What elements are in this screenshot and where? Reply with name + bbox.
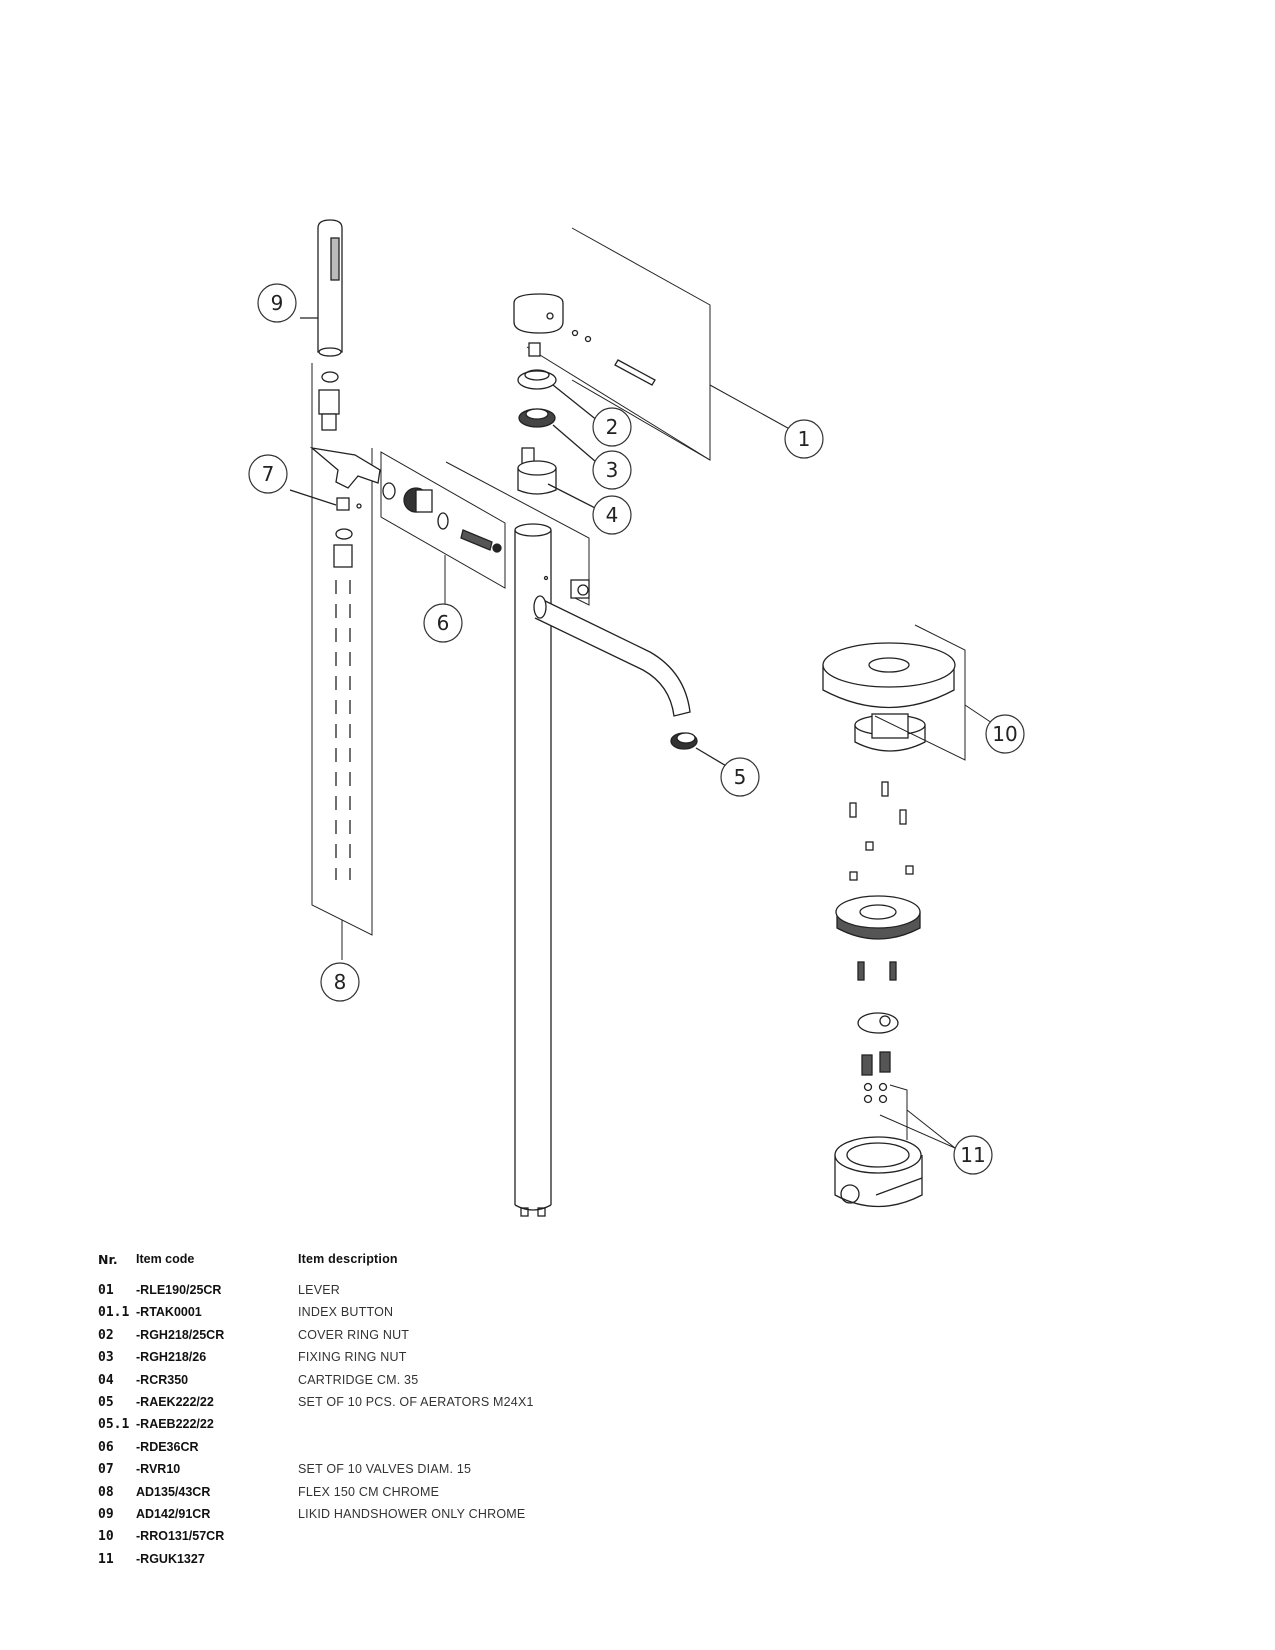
cell-code: -RLE190/25CR bbox=[136, 1283, 222, 1297]
cell-code: -RCR350 bbox=[136, 1372, 189, 1387]
callout-label-2: 2 bbox=[606, 415, 619, 439]
cell-desc: FIXING RING NUT bbox=[298, 1350, 407, 1365]
cell-code: -RGH218/26 bbox=[136, 1350, 207, 1365]
bracket-8 bbox=[311, 363, 373, 936]
callout-circle-10 bbox=[985, 714, 1025, 754]
bracket-6 bbox=[380, 451, 506, 589]
callout-label-6: 6 bbox=[437, 611, 450, 635]
cell-code: -RDE36CR bbox=[136, 1439, 199, 1454]
cell-desc: CARTRIDGE CM. 35 bbox=[298, 1372, 419, 1387]
cell-nr: 02 bbox=[98, 1327, 114, 1343]
cell-nr: 03 bbox=[98, 1350, 114, 1366]
callout-label-3: 3 bbox=[606, 458, 619, 482]
cell-desc: Item description bbox=[298, 1252, 398, 1266]
callout-label-5: 5 bbox=[734, 765, 747, 789]
cell-code: Item code bbox=[136, 1252, 195, 1266]
cell-code: -RVR10 bbox=[136, 1462, 181, 1477]
fixing-kit-part bbox=[834, 781, 956, 1208]
callout-circle-3 bbox=[592, 450, 632, 490]
cell-code: -RGH218/25CR bbox=[136, 1327, 225, 1342]
callout-circle-7 bbox=[248, 454, 288, 494]
cell-nr: 05.1 bbox=[98, 1417, 130, 1433]
cell-nr: 01.1 bbox=[98, 1305, 130, 1321]
callout-circle-8 bbox=[320, 962, 360, 1002]
escutcheon-part bbox=[822, 624, 996, 761]
cell-desc: COVER RING NUT bbox=[298, 1327, 410, 1342]
cell-desc: FLEX 150 CM CHROME bbox=[298, 1484, 440, 1499]
callout-circle-11 bbox=[953, 1135, 993, 1175]
callout-label-8: 8 bbox=[334, 970, 347, 994]
callout-label-4: 4 bbox=[606, 503, 619, 527]
callout-circle-9 bbox=[257, 283, 297, 323]
aerator-part bbox=[670, 732, 734, 771]
mixer-body bbox=[514, 523, 691, 1217]
cell-code: -RTAK0001 bbox=[136, 1305, 202, 1320]
cartridge-part bbox=[517, 447, 604, 513]
cell-nr: 04 bbox=[98, 1372, 114, 1388]
handshower-part bbox=[300, 219, 343, 357]
flex-hose-part bbox=[309, 371, 381, 880]
cell-nr: 06 bbox=[98, 1439, 114, 1455]
cell-nr: 08 bbox=[98, 1484, 114, 1500]
cell-desc: LIKID HANDSHOWER ONLY CHROME bbox=[298, 1507, 526, 1521]
bracket-6b bbox=[445, 461, 590, 606]
cell-nr: 01 bbox=[98, 1283, 114, 1298]
cell-code: -RRO131/57CR bbox=[136, 1529, 225, 1544]
cell-nr: Nr. bbox=[98, 1252, 118, 1267]
cell-nr: 05 bbox=[98, 1395, 114, 1410]
callout-label-11: 11 bbox=[960, 1143, 985, 1167]
callout-circle-4 bbox=[592, 495, 632, 535]
bracket-1 bbox=[571, 227, 711, 461]
callout-circle-2 bbox=[592, 407, 632, 447]
fixing-ring-nut-part bbox=[518, 408, 604, 469]
lever-part bbox=[513, 293, 656, 386]
exploded-view-diagram: 1 2 3 4 5 6 7 8 9 10 11 bbox=[248, 219, 1025, 1217]
cell-desc: SET OF 10 VALVES DIAM. 15 bbox=[298, 1462, 472, 1477]
callout-circle-1 bbox=[784, 419, 824, 459]
diverter-parts bbox=[382, 482, 590, 599]
cell-desc: SET OF 10 PCS. OF AERATORS M24X1 bbox=[298, 1395, 534, 1409]
cell-code: -RAEK222/22 bbox=[136, 1395, 214, 1409]
cell-code: -RGUK1327 bbox=[136, 1551, 205, 1566]
callout-label-10: 10 bbox=[992, 722, 1017, 746]
cell-desc: INDEX BUTTON bbox=[298, 1305, 394, 1320]
cell-nr: 07 bbox=[98, 1462, 114, 1478]
callout-label-1: 1 bbox=[798, 427, 811, 451]
cell-code: AD135/43CR bbox=[136, 1484, 211, 1499]
cell-nr: 11 bbox=[98, 1551, 114, 1567]
cell-nr: 09 bbox=[98, 1507, 114, 1522]
callout-label-7: 7 bbox=[262, 462, 275, 486]
callout-label-9: 9 bbox=[271, 291, 284, 315]
cell-desc: LEVER bbox=[298, 1283, 340, 1297]
callout-circle-6 bbox=[423, 603, 463, 643]
callout-circle-5 bbox=[720, 757, 760, 797]
cell-nr: 10 bbox=[98, 1529, 114, 1545]
cell-code: AD142/91CR bbox=[136, 1507, 211, 1521]
cell-code: -RAEB222/22 bbox=[136, 1417, 214, 1432]
